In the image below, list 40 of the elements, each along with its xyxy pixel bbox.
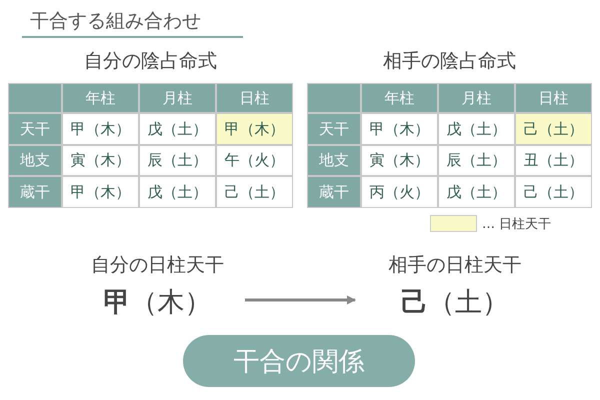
table-cell: 辰（土）: [438, 145, 515, 176]
table-cell: 甲（木）: [62, 113, 139, 145]
row-header: 天干: [307, 113, 361, 145]
table-cell: 戊（土）: [139, 176, 216, 208]
row-header: 地支: [307, 145, 361, 176]
caption-text: 相手の日柱天干: [388, 253, 522, 278]
table-cell: 丙（火）: [361, 176, 438, 208]
column-header: 日柱: [515, 83, 592, 113]
table-cell: 戊（土）: [139, 113, 216, 145]
table-cell: 寅（木）: [361, 145, 438, 176]
table-cell: 辰（土）: [139, 145, 216, 176]
table-cell: 午（火）: [216, 145, 293, 176]
stem-text: 甲（木）: [102, 286, 212, 320]
column-header: 日柱: [216, 83, 293, 113]
column-header: 年柱: [361, 83, 438, 113]
table-cell: 戊（土）: [438, 113, 515, 145]
rounded-label-box: 干合の関係: [183, 335, 415, 387]
table-cell: 寅（木）: [62, 145, 139, 176]
row-header: 蔵干: [307, 176, 361, 208]
title: 干合する組み合わせ: [30, 9, 201, 34]
column-header: 月柱: [438, 83, 515, 113]
table-heading: 自分の陰占命式: [83, 49, 218, 74]
caption-text: 自分の日柱天干: [90, 253, 225, 278]
column-header: 年柱: [62, 83, 139, 113]
table-cell: 己（土）: [216, 176, 293, 208]
table-cell: 甲（木）: [361, 113, 438, 145]
highlighted-cell: 己（土）: [515, 113, 592, 145]
row-header: 地支: [8, 145, 62, 176]
table-cell: 甲（木）: [62, 176, 139, 208]
legend-text: … 日柱天干: [482, 216, 552, 233]
stem-text: 己（土）: [400, 286, 510, 320]
row-header: 蔵干: [8, 176, 62, 208]
table-cell: 丑（土）: [515, 145, 592, 176]
arrow: [245, 296, 356, 304]
highlighted-cell: 甲（木）: [216, 113, 293, 145]
table-cell: 戊（土）: [438, 176, 515, 208]
table-cell: 己（土）: [515, 176, 592, 208]
row-header: 天干: [8, 113, 62, 145]
column-header: 月柱: [139, 83, 216, 113]
table-heading: 相手の陰占命式: [382, 49, 517, 74]
